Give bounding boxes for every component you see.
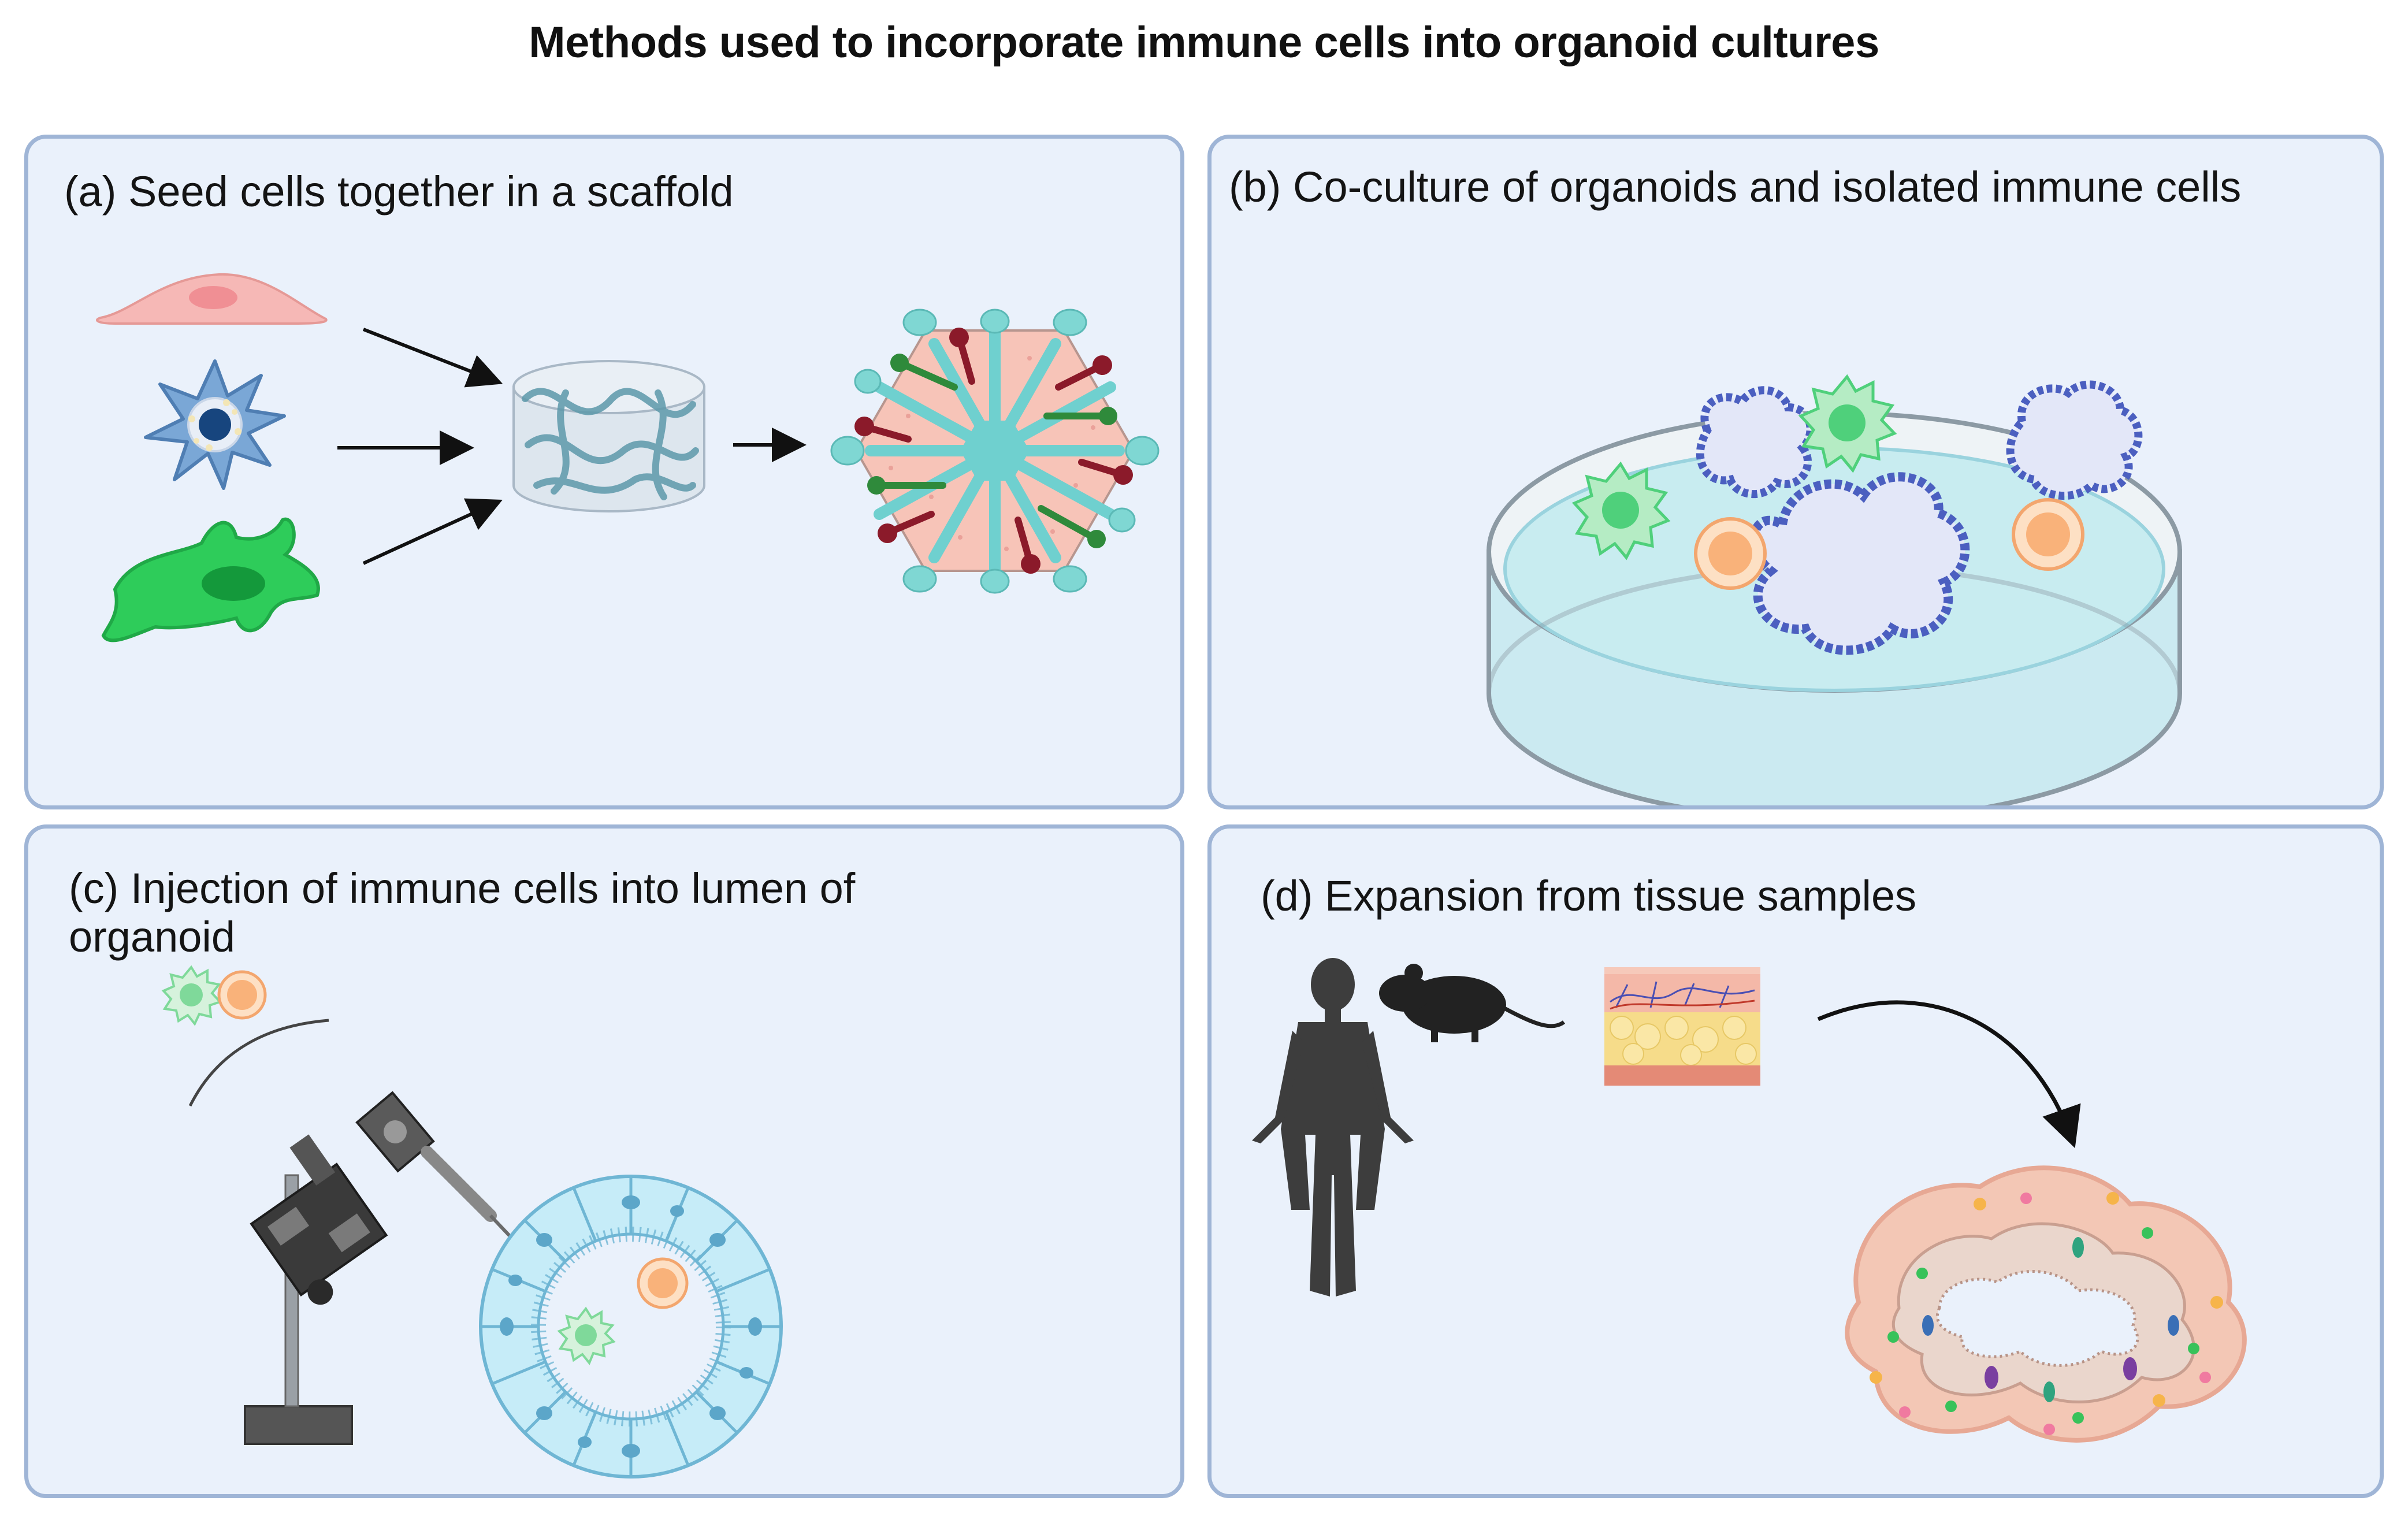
fibroblast-icon	[96, 273, 328, 325]
intestinal-organoid-icon	[1845, 1165, 2247, 1443]
panel-b: (b) Co-culture of organoids and isolated…	[1207, 135, 2384, 809]
input-arrows	[337, 328, 807, 565]
microinjector-icon	[188, 1019, 544, 1445]
immune-cell-orange-icon	[1694, 498, 2084, 590]
human-silhouette-icon	[1252, 958, 1414, 1297]
hydrogel-scaffold-icon	[512, 360, 705, 512]
panel-b-title: (b) Co-culture of organoids and isolated…	[1229, 163, 2242, 211]
panel-c: (c) Injection of immune cells into lumen…	[24, 824, 1184, 1498]
macrophage-icon	[101, 517, 320, 642]
organoid-ring-icon	[479, 1175, 783, 1479]
skin-tissue-icon	[1604, 967, 1760, 1086]
dendritic-cell-icon	[144, 359, 286, 490]
panel-a-title: (a) Seed cells together in a scaffold	[64, 168, 734, 216]
figure-title: Methods used to incorporate immune cells…	[529, 18, 1879, 67]
panel-d-illustration	[1252, 958, 2247, 1443]
panel-a: (a) Seed cells together in a scaffold	[24, 135, 1184, 809]
panel-a-illustration	[96, 273, 1160, 642]
panel-b-illustration	[1487, 374, 2182, 805]
panel-c-title-line1: (c) Injection of immune cells into lumen…	[69, 864, 856, 912]
panel-c-illustration	[161, 965, 783, 1479]
panel-c-title-line2: organoid	[69, 913, 236, 961]
panel-d: (d) Expansion from tissue samples	[1207, 824, 2384, 1498]
panel-d-title: (d) Expansion from tissue samples	[1261, 872, 1917, 920]
expansion-arrow	[1817, 1000, 2081, 1149]
mouse-icon	[1379, 964, 1566, 1042]
organoid-cluster-icon	[1696, 380, 2143, 655]
immune-cells-to-inject	[161, 965, 267, 1026]
immune-cell-green-icon	[1571, 374, 1897, 560]
organoid-icon	[830, 309, 1160, 594]
